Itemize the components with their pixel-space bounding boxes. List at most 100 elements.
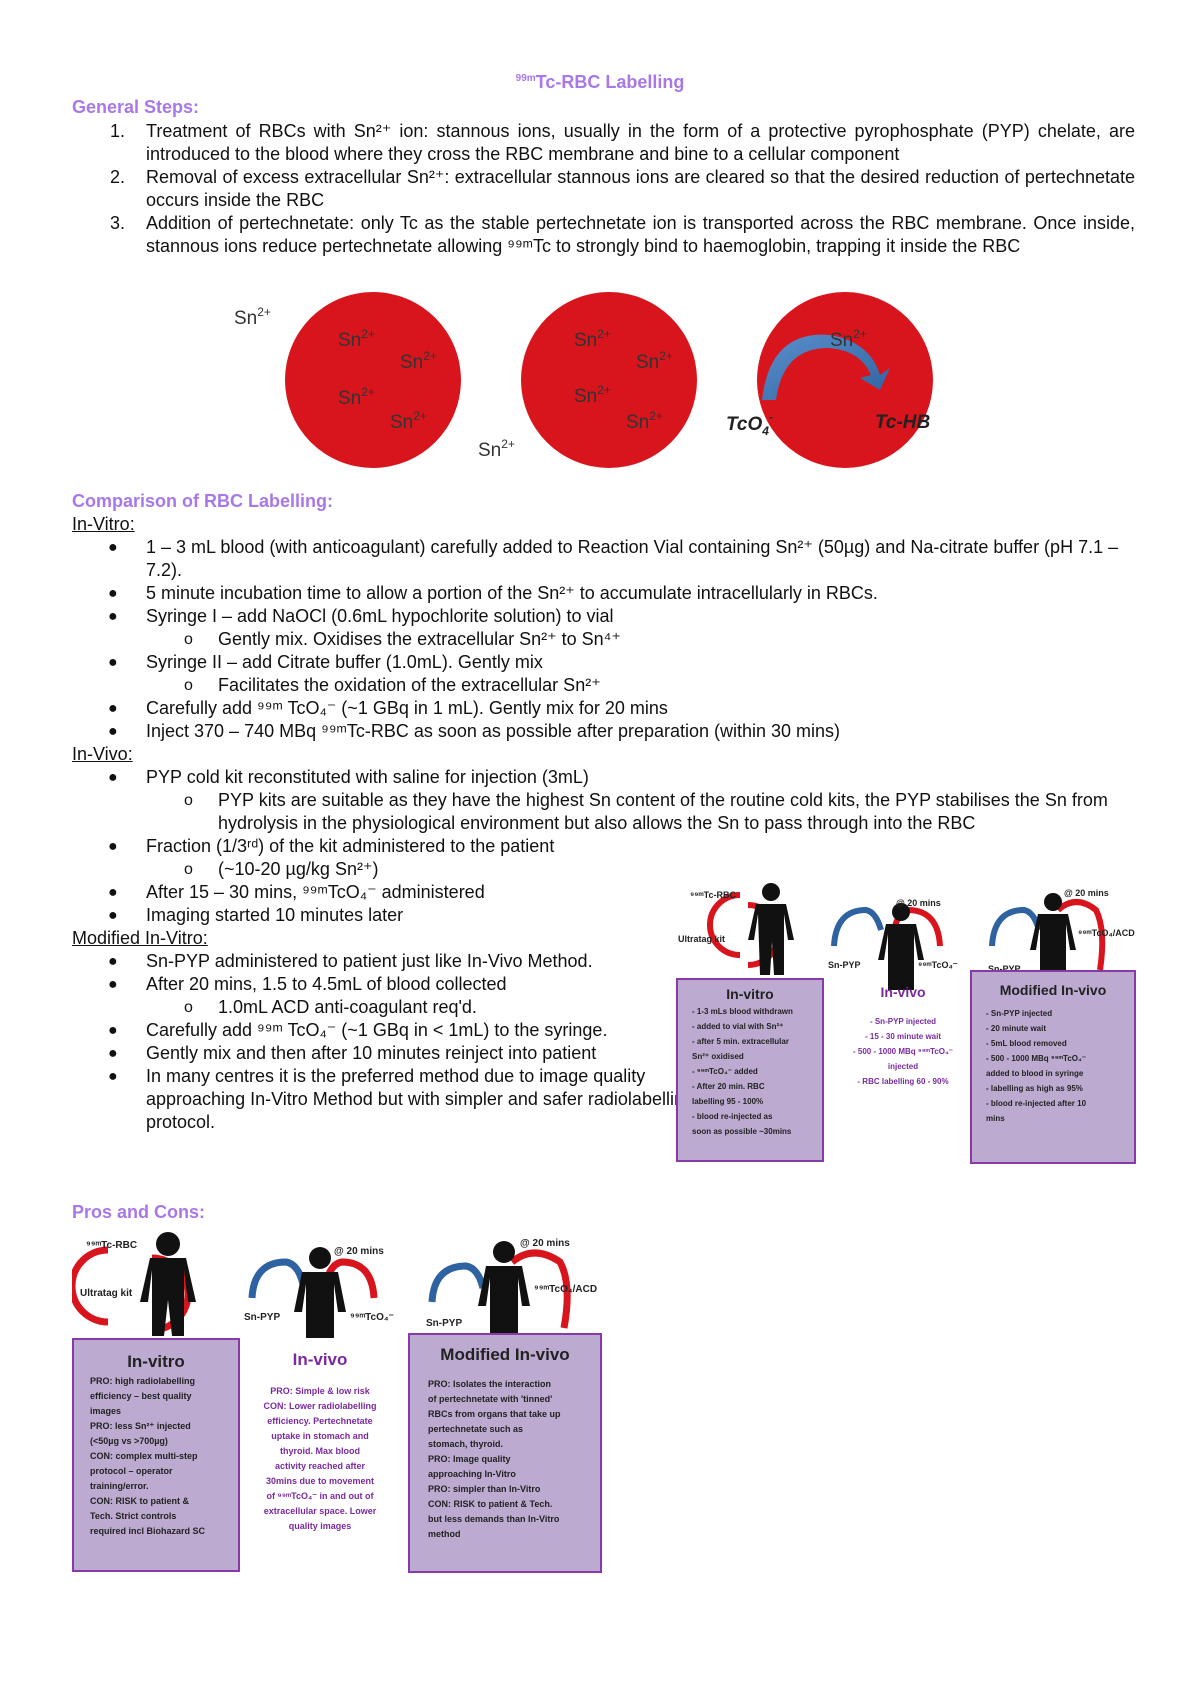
summary-line: - after 5 min. extracellular: [692, 1037, 789, 1046]
summary-line: required incl Biohazard SC: [90, 1526, 206, 1536]
modified-list: ●Sn-PYP administered to patient just lik…: [72, 950, 1135, 1134]
list-item-text: Syringe II – add Citrate buffer (1.0mL).…: [146, 652, 543, 672]
list-item: ●After 20 mins, 1.5 to 4.5mL of blood co…: [72, 973, 746, 996]
list-item: ●Sn-PYP administered to patient just lik…: [72, 950, 746, 973]
summary-line: - blood re-injected after 10: [986, 1099, 1087, 1108]
tco4-label: ⁹⁹ᵐTcO₄⁻: [350, 1312, 394, 1323]
summary-line: of ⁹⁹ᵐTcO₄⁻ in and out of: [266, 1491, 374, 1501]
summary-line: CON: RISK to patient & Tech.: [428, 1499, 553, 1509]
bullet-icon: ●: [108, 1068, 118, 1085]
summary-line: but less demands than In-Vitro: [428, 1514, 560, 1524]
summary-line: labelling 95 - 100%: [692, 1097, 764, 1106]
invitro-subheading: In-Vitro:: [72, 514, 135, 534]
list-item-text: PYP cold kit reconstituted with saline f…: [146, 767, 589, 787]
bullet-icon: o: [184, 792, 193, 809]
comparison-heading: Comparison of RBC Labelling:: [72, 491, 333, 511]
modified-subheading: Modified In-Vitro:: [72, 928, 208, 948]
summary-line: - blood re-injected as: [692, 1112, 773, 1121]
pros-cons-icons-figure: ⁹⁹ᵐTc-RBC Ultratag kit Sn-PYP ⁹⁹ᵐTcO₄⁻ @…: [72, 1232, 597, 1338]
invitro-list: ● 1 – 3 mL blood (with anticoagulant) car…: [72, 536, 1135, 743]
list-item-text: Carefully add ⁹⁹ᵐ TcO₄⁻ (~1 GBq in 1 mL)…: [146, 698, 668, 718]
bullet-icon: ●: [108, 608, 118, 625]
summary-line: - 20 minute wait: [986, 1024, 1047, 1033]
time-label: @ 20 mins: [1064, 888, 1109, 898]
list-item: o(~10-20 µg/kg Sn²⁺): [72, 858, 818, 881]
invivo-list: ● PYP cold kit reconstituted with saline …: [72, 766, 1135, 927]
sn-ion-label: Sn2+: [626, 409, 663, 433]
summary-line: Tech. Strict controls: [90, 1511, 177, 1521]
sn-ion-label: Sn2+: [338, 327, 375, 351]
tc-rbc-label: ⁹⁹ᵐTc-RBC: [690, 890, 736, 900]
sn-pyp-label: Sn-PYP: [828, 960, 861, 970]
person-icon: [478, 1266, 530, 1336]
bullet-icon: ●: [108, 1022, 118, 1039]
comparison-section: Comparison of RBC Labelling: In-Vitro: ●…: [72, 490, 1135, 1134]
list-item-text: Inject 370 – 740 MBq ⁹⁹ᵐTc-RBC as soon a…: [146, 721, 841, 741]
bullet-icon: ●: [108, 769, 118, 786]
list-item: ● 1 – 3 mL blood (with anticoagulant) car…: [72, 536, 1135, 582]
time-label: @ 20 mins: [896, 898, 941, 908]
summary-line: thyroid. Max blood: [280, 1446, 360, 1456]
list-item: 1. Treatment of RBCs with Sn²⁺ ion: stan…: [110, 121, 1135, 164]
summary-line: uptake in stomach and: [271, 1431, 369, 1441]
transport-arrow: [762, 334, 890, 400]
summary-line: - 15 - 30 minute wait: [864, 1032, 942, 1041]
person-icon: [878, 924, 924, 990]
ultratag-label: Ultratag kit: [678, 934, 725, 944]
summary-line: RBCs from organs that take up: [428, 1409, 561, 1419]
list-item-text: 1 – 3 mL blood (with anticoagulant) care…: [146, 537, 1119, 580]
sn-ion-label: Sn2+: [234, 305, 271, 329]
person-icon: [892, 903, 910, 921]
summary-line: - ⁹⁹ᵐTcO₄⁻ added: [692, 1067, 758, 1076]
modified-summary-lines: - Sn-PYP injected- 20 minute wait- 5mL b…: [972, 998, 1134, 1126]
summary-line: efficiency – best quality: [90, 1391, 192, 1401]
summary-line: added to blood in syringe: [986, 1069, 1084, 1078]
summary-line: PRO: Image quality: [428, 1454, 511, 1464]
invivo-summary-lines: - Sn-PYP injected- 15 - 30 minute wait- …: [828, 1000, 978, 1089]
rbc-cell-1: [285, 292, 461, 468]
list-item: ●Gently mix and then after 10 minutes re…: [72, 1042, 746, 1065]
summary-line: images: [90, 1406, 122, 1416]
invitro-summary-box: In-vitro - 1-3 mLs blood withdrawn- adde…: [676, 978, 824, 1162]
bullet-icon: ●: [108, 838, 118, 855]
ultratag-label: Ultratag kit: [80, 1288, 133, 1299]
red-cycle-arrow: [707, 892, 741, 958]
list-item-text: In many centres it is the preferred meth…: [146, 1066, 694, 1132]
bullet-icon: o: [184, 999, 193, 1016]
list-item: ●After 15 – 30 mins, ⁹⁹ᵐTcO₄⁻ administer…: [72, 881, 746, 904]
list-item: 3. Addition of pertechnetate: only Tc as…: [110, 213, 1135, 256]
summary-line: - Sn-PYP injected: [869, 1017, 937, 1026]
red-arrow: [509, 1249, 571, 1329]
red-arrow: [1056, 899, 1106, 971]
person-icon: [156, 1232, 180, 1256]
bullet-icon: ●: [108, 539, 118, 556]
summary-line: extracellular space. Lower: [263, 1506, 377, 1516]
bullet-icon: ●: [108, 884, 118, 901]
list-item-text: Imaging started 10 minutes later: [146, 905, 404, 925]
list-item: 2. Removal of excess extracellular Sn²⁺:…: [110, 167, 1135, 210]
tco4-label: TcO4-: [726, 410, 773, 438]
list-item-text: Carefully add ⁹⁹ᵐ TcO₄⁻ (~1 GBq in < 1mL…: [146, 1020, 608, 1040]
bullet-icon: ●: [108, 585, 118, 602]
summary-line: PRO: high radiolabelling: [90, 1376, 196, 1386]
list-item-text: Facilitates the oxidation of the extrace…: [218, 675, 601, 695]
list-item: ●Fraction (1/3ʳᵈ) of the kit administere…: [72, 835, 746, 858]
list-item-text: Syringe I – add NaOCl (0.6mL hypochlorit…: [146, 606, 614, 626]
list-item: ● Imaging started 10 minutes later: [72, 904, 746, 927]
tco4-acd-label: ⁹⁹ᵐTcO₄/ACD: [534, 1284, 597, 1295]
list-item: ● 5 minute incubation time to allow a por…: [72, 582, 1135, 605]
summary-line: - labelling as high as 95%: [986, 1084, 1083, 1093]
summary-line: protocol – operator: [90, 1466, 173, 1476]
list-item-text: 5 minute incubation time to allow a port…: [146, 583, 878, 603]
person-icon: [1044, 893, 1062, 911]
summary-line: - 5mL blood removed: [986, 1039, 1067, 1048]
list-item-text: Gently mix and then after 10 minutes rei…: [146, 1043, 597, 1063]
person-icon: [748, 904, 794, 975]
sn-ion-label: Sn2+: [400, 349, 437, 373]
bullet-icon: ●: [108, 907, 118, 924]
blue-arrow: [989, 906, 1042, 947]
list-item: ● PYP cold kit reconstituted with saline …: [72, 766, 1135, 789]
blue-arrow: [248, 1258, 307, 1299]
